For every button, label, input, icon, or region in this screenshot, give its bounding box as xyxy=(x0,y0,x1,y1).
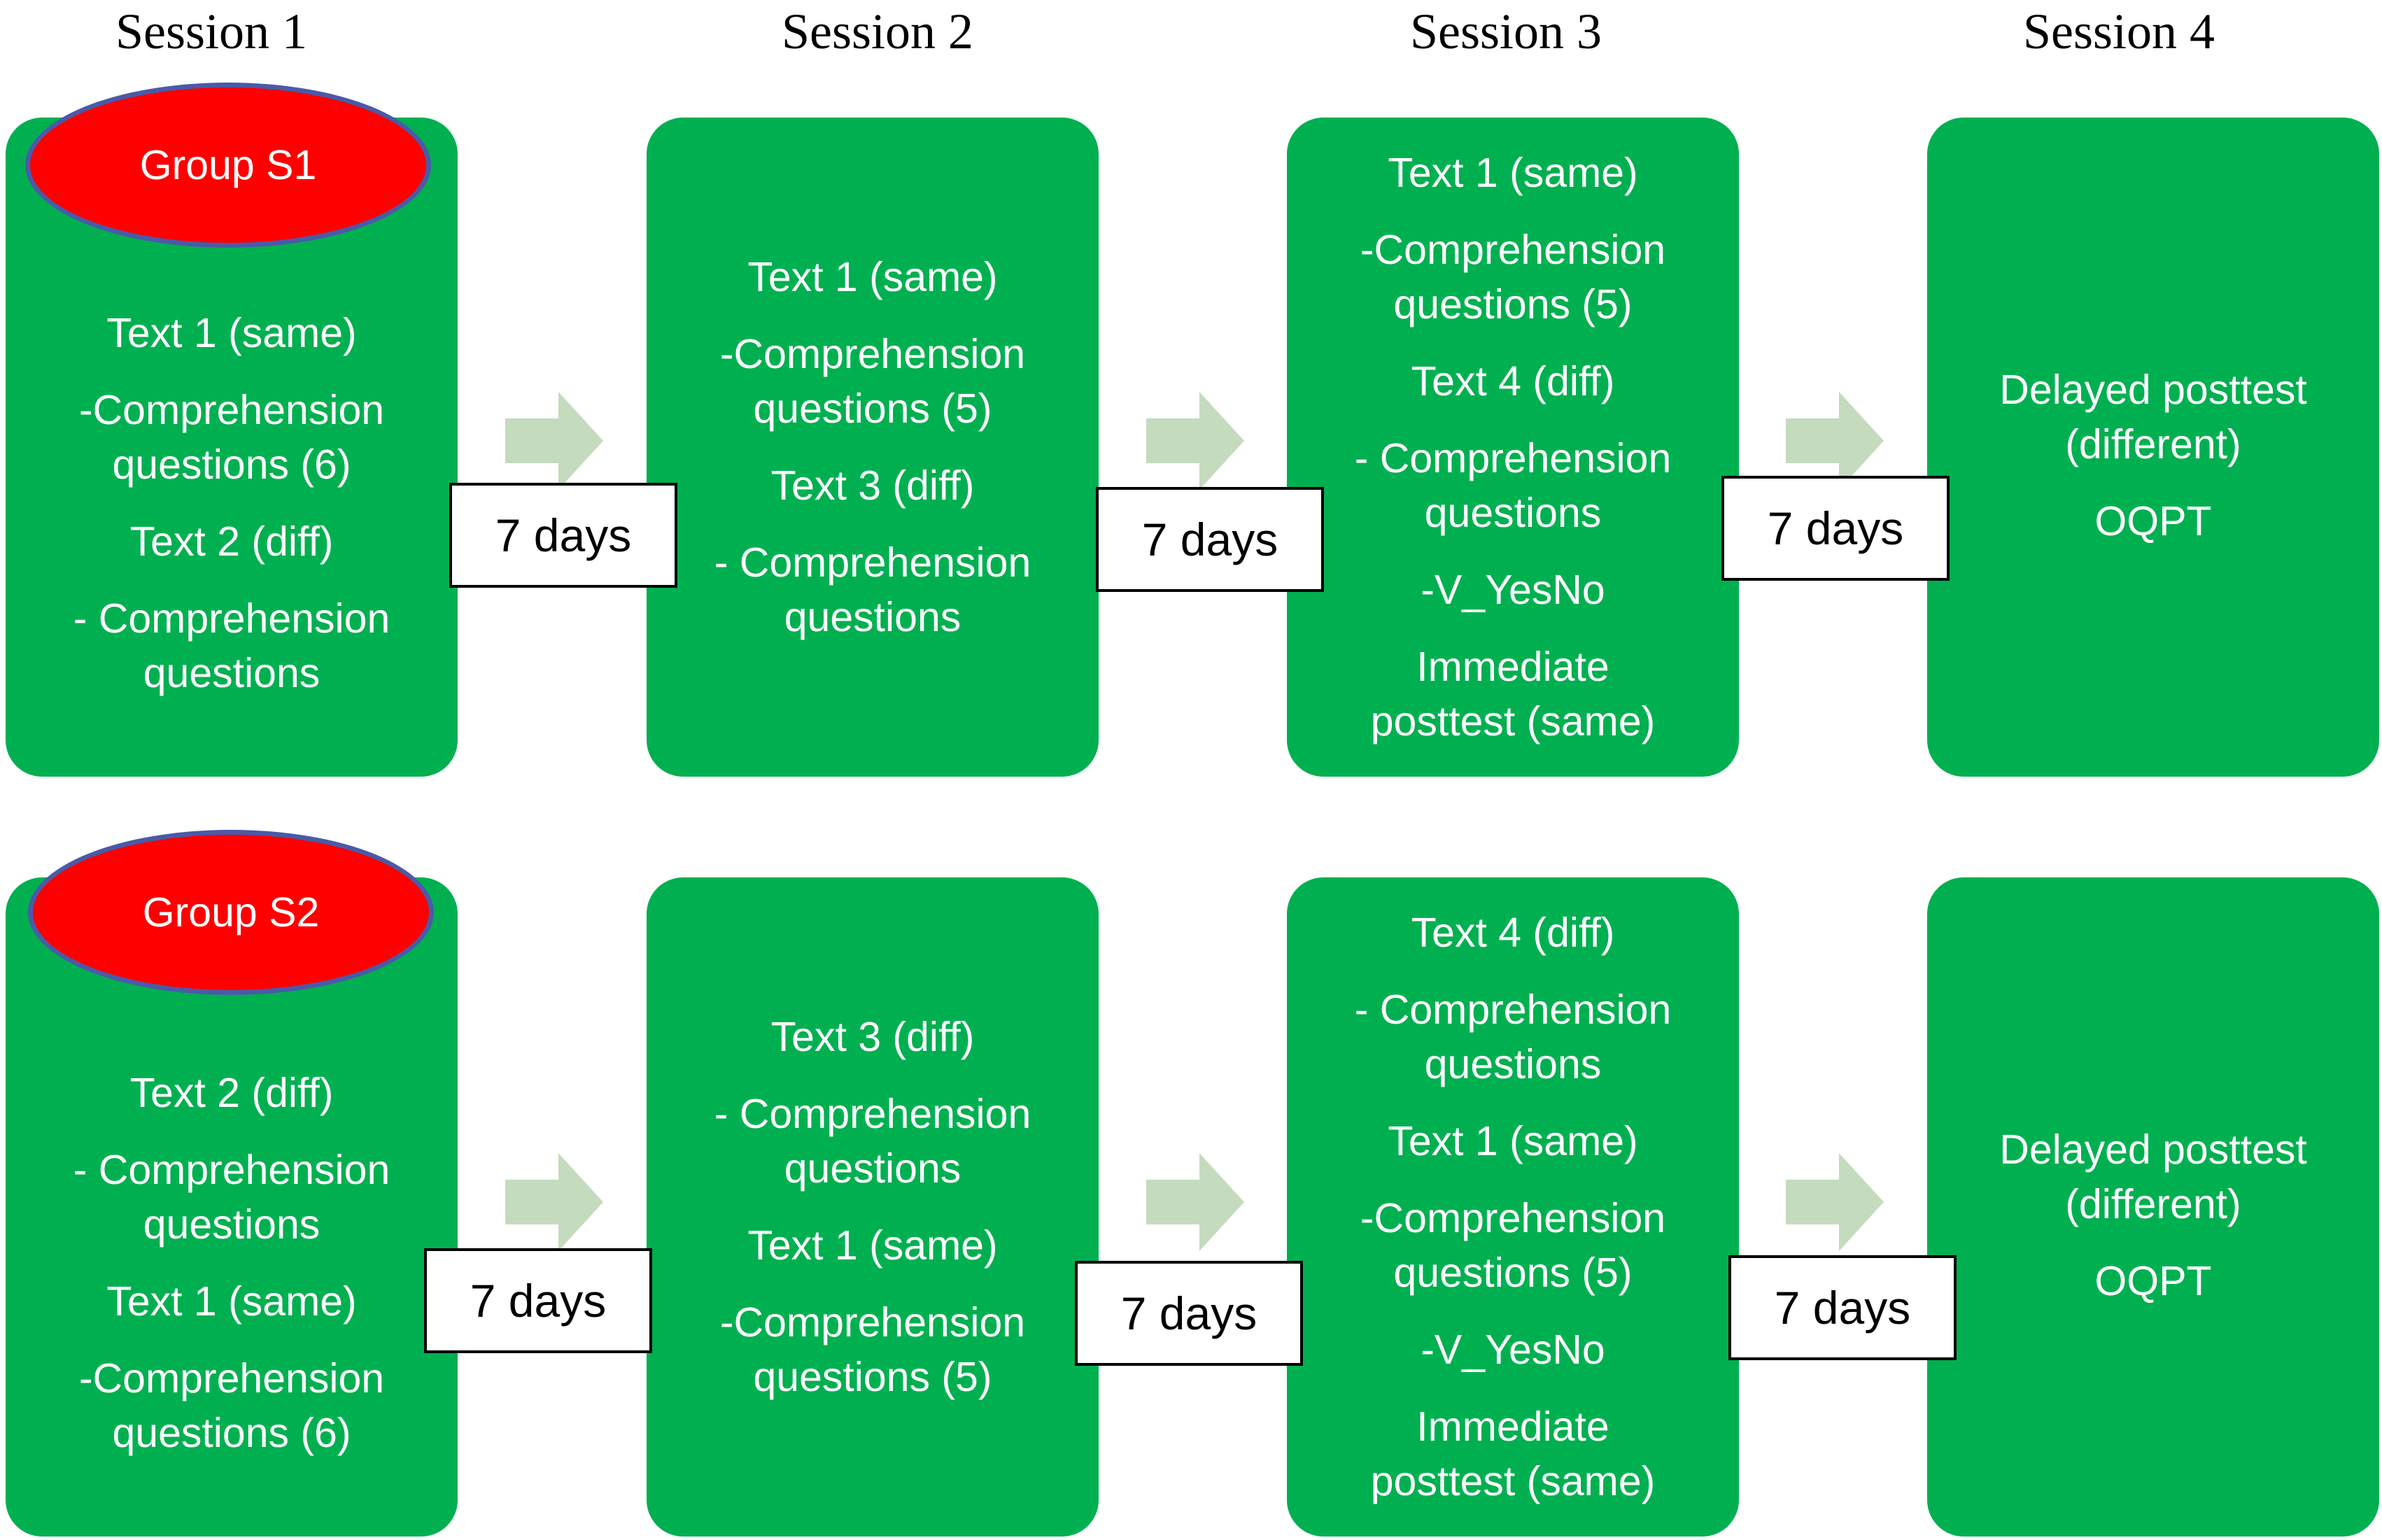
box-line: Text 1 (same) xyxy=(1388,150,1638,196)
box-line: posttest (same) xyxy=(1370,1458,1656,1504)
interval-7-days-box: 7 days xyxy=(1096,487,1324,592)
row2-session3-box: Text 4 (diff) - Comprehension questions … xyxy=(1287,877,1739,1537)
right-arrow-icon xyxy=(505,392,603,490)
group-s2-ellipse: Group S2 xyxy=(28,830,434,995)
box-line: - Comprehension xyxy=(1354,435,1672,481)
interval-7-days-box: 7 days xyxy=(424,1248,652,1353)
row1-session2-box: Text 1 (same) -Comprehension questions (… xyxy=(647,118,1099,777)
interval-7-days-box: 7 days xyxy=(449,483,677,588)
box-line: - Comprehension xyxy=(714,1091,1031,1137)
right-arrow-icon xyxy=(1146,1153,1244,1251)
session-2-header: Session 2 xyxy=(781,3,974,59)
box-line: Delayed posttest xyxy=(1999,367,2307,413)
box-line: -Comprehension xyxy=(78,1355,385,1401)
box-line: Text 1 (same) xyxy=(1388,1118,1638,1164)
box-line: questions (5) xyxy=(1393,1250,1633,1296)
right-arrow-icon xyxy=(1146,392,1244,490)
box-line: questions xyxy=(1424,1041,1602,1087)
box-line: - Comprehension xyxy=(73,1147,390,1193)
box-line: Text 1 (same) xyxy=(106,1278,357,1324)
session-4-header: Session 4 xyxy=(2022,3,2215,59)
box-line: OQPT xyxy=(2094,1258,2212,1304)
interval-7-days-box: 7 days xyxy=(1075,1261,1303,1366)
box-line: Text 2 (diff) xyxy=(129,518,334,565)
box-line: Immediate xyxy=(1416,1404,1609,1450)
box-line: questions xyxy=(1424,490,1602,536)
right-arrow-icon xyxy=(1786,1153,1884,1251)
box-line: - Comprehension xyxy=(714,539,1031,586)
box-line: questions xyxy=(784,594,961,640)
box-line: -V_YesNo xyxy=(1421,1327,1605,1373)
row2-session2-box: Text 3 (diff) - Comprehension questions … xyxy=(647,877,1099,1537)
box-line: Text 2 (diff) xyxy=(129,1070,334,1116)
box-line: Text 1 (same) xyxy=(106,310,357,356)
box-line: questions xyxy=(143,1201,320,1248)
box-line: posttest (same) xyxy=(1370,698,1656,744)
box-line: Text 3 (diff) xyxy=(770,1014,975,1060)
box-line: Immediate xyxy=(1416,644,1609,690)
box-line: questions (5) xyxy=(1393,281,1633,327)
row1-session4-box: Delayed posttest (different) OQPT xyxy=(1927,118,2379,777)
box-line: - Comprehension xyxy=(1354,987,1672,1033)
box-line: questions (6) xyxy=(112,441,351,488)
session-3-header: Session 3 xyxy=(1409,3,1602,59)
box-line: questions xyxy=(143,650,320,696)
box-line: questions (5) xyxy=(753,386,992,432)
box-line: OQPT xyxy=(2094,498,2212,544)
row2-session1-box: Text 2 (diff) - Comprehension questions … xyxy=(6,877,458,1537)
box-line: (different) xyxy=(2065,1181,2241,1227)
box-line: Text 3 (diff) xyxy=(770,462,975,509)
group-s1-ellipse: Group S1 xyxy=(25,83,431,248)
box-line: Text 4 (diff) xyxy=(1411,358,1615,404)
box-line: questions xyxy=(784,1145,961,1192)
box-line: Text 4 (diff) xyxy=(1411,910,1615,956)
row2-session4-box: Delayed posttest (different) OQPT xyxy=(1927,877,2379,1537)
interval-7-days-box: 7 days xyxy=(1728,1255,1957,1360)
box-line: Text 1 (same) xyxy=(747,1222,998,1269)
box-line: questions (5) xyxy=(753,1354,992,1400)
box-line: Delayed posttest xyxy=(1999,1126,2307,1173)
box-line: -Comprehension xyxy=(1360,227,1666,273)
box-line: -V_YesNo xyxy=(1421,567,1605,613)
box-line: Text 1 (same) xyxy=(747,254,998,300)
right-arrow-icon xyxy=(505,1153,603,1251)
right-arrow-icon xyxy=(1786,392,1884,490)
row1-session3-box: Text 1 (same) -Comprehension questions (… xyxy=(1287,118,1739,777)
session-1-header: Session 1 xyxy=(115,3,308,59)
box-line: - Comprehension xyxy=(73,595,390,642)
box-line: -Comprehension xyxy=(719,331,1026,377)
box-line: -Comprehension xyxy=(78,387,385,433)
box-line: -Comprehension xyxy=(719,1299,1026,1345)
box-line: -Comprehension xyxy=(1360,1195,1666,1241)
box-line: questions (6) xyxy=(112,1410,351,1456)
box-line: (different) xyxy=(2065,421,2241,467)
interval-7-days-box: 7 days xyxy=(1721,476,1950,581)
